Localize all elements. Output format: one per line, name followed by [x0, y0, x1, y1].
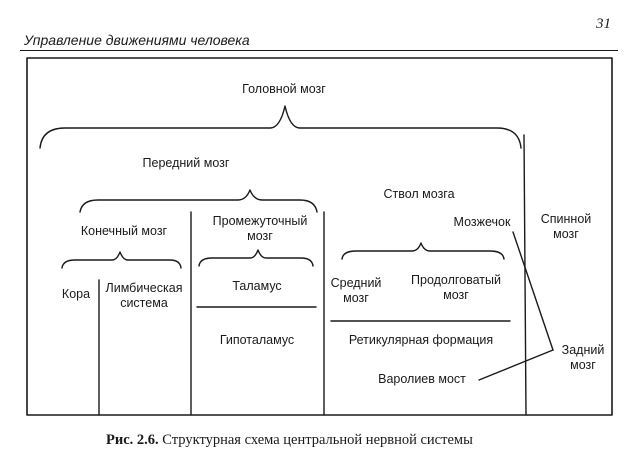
label-hindbrain-line2: мозг [570, 358, 596, 372]
diagram-frame [26, 57, 613, 416]
label-hindbrain-line1: Задний [561, 343, 605, 357]
label-diencephalon-line1: Промежуточный [212, 214, 308, 228]
divider-brainstem-spinal [523, 134, 527, 416]
label-midbrain-line2: мозг [343, 291, 369, 305]
label-pons: Варолиев мост [378, 372, 466, 386]
label-midbrain: Средний мозг [331, 276, 382, 306]
label-diencephalon: Промежуточный мозг [213, 214, 308, 244]
label-spinal-cord-line2: мозг [553, 227, 579, 241]
label-brainstem: Ствол мозга [383, 187, 455, 201]
label-limbic-line2: система [120, 296, 168, 310]
pointer-cerebellum [512, 231, 554, 351]
label-spinal-cord: Спинной мозг [541, 212, 592, 242]
caption-label: Рис. 2.6. [106, 432, 159, 448]
label-cortex: Кора [61, 287, 91, 301]
label-telencephalon: Конечный мозг [80, 224, 168, 238]
caption-text: Структурная схема центральной нервной си… [162, 432, 473, 448]
label-limbic-system: Лимбическая система [106, 281, 183, 311]
label-hindbrain: Задний мозг [562, 343, 605, 373]
pointer-pons [478, 349, 554, 381]
brace-diencephalon [198, 249, 314, 267]
label-medulla: Продолговатый мозг [411, 273, 501, 303]
brace-forebrain [79, 189, 318, 213]
label-midbrain-line1: Средний [330, 276, 382, 290]
label-limbic-line1: Лимбическая [105, 281, 183, 295]
label-head-brain: Головной мозг [242, 82, 326, 96]
figure-caption: Рис. 2.6. Структурная схема центральной … [106, 432, 473, 449]
label-cerebellum: Мозжечок [453, 215, 511, 229]
label-diencephalon-line2: мозг [247, 229, 273, 243]
label-forebrain: Передний мозг [142, 156, 230, 170]
label-hypothalamus: Гипоталамус [219, 333, 295, 347]
running-title: Управление движениями человека [24, 32, 250, 48]
label-reticular-formation: Ретикулярная формация [348, 333, 494, 347]
brace-head-brain [39, 105, 522, 149]
label-medulla-line2: мозг [443, 288, 469, 302]
header-rule [20, 50, 618, 51]
page-number: 31 [596, 16, 611, 32]
brace-telencephalon [61, 251, 182, 269]
brace-brainstem [341, 242, 505, 260]
label-thalamus: Таламус [232, 279, 282, 293]
label-spinal-cord-line1: Спинной [540, 212, 592, 226]
label-medulla-line1: Продолговатый [411, 273, 501, 287]
